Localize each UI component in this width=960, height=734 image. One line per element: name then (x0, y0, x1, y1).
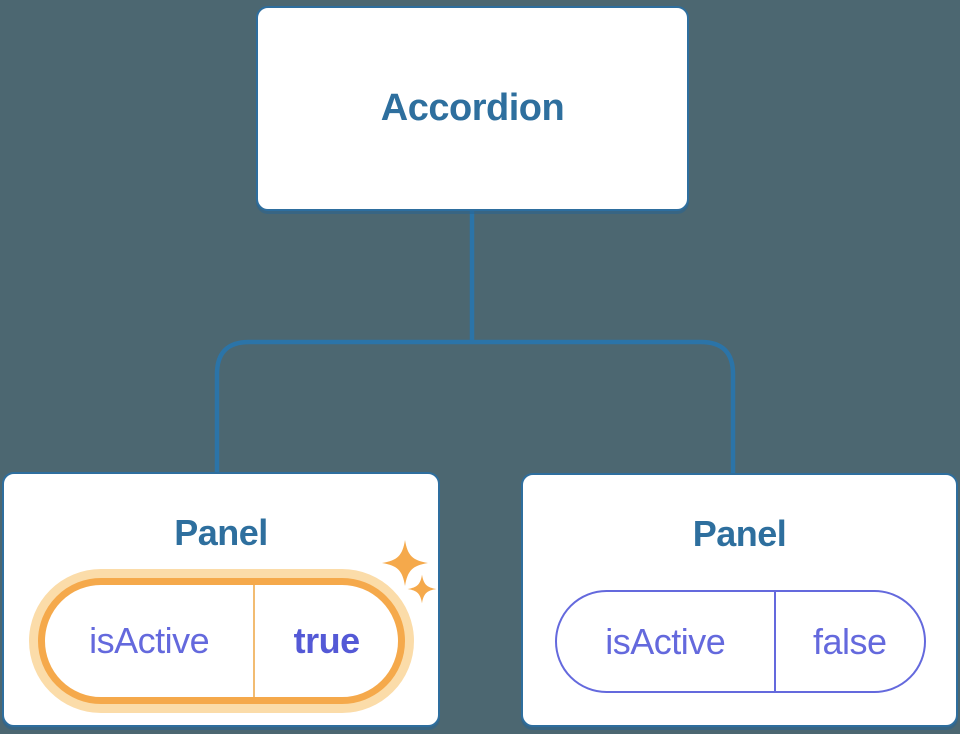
accordion-node-label: Accordion (380, 87, 565, 129)
panel-node-inactive: Panel isActive false (521, 473, 958, 727)
panel-title: Panel (692, 513, 787, 554)
sparkle-icon (407, 574, 437, 604)
state-value-label: true (293, 620, 361, 661)
state-key-label: isActive (89, 620, 210, 661)
pill-divider (773, 592, 776, 691)
state-pill-active: isActive true (38, 578, 405, 704)
panel-node-active: Panel isActive true (2, 472, 440, 727)
panel-title: Panel (174, 512, 268, 553)
state-value-label: false (812, 620, 887, 662)
accordion-node: Accordion (256, 6, 689, 211)
state-pill-inactive: isActive false (555, 590, 926, 693)
state-key-label: isActive (605, 620, 726, 662)
sparkle-icon (382, 540, 428, 586)
pill-divider (253, 585, 256, 697)
